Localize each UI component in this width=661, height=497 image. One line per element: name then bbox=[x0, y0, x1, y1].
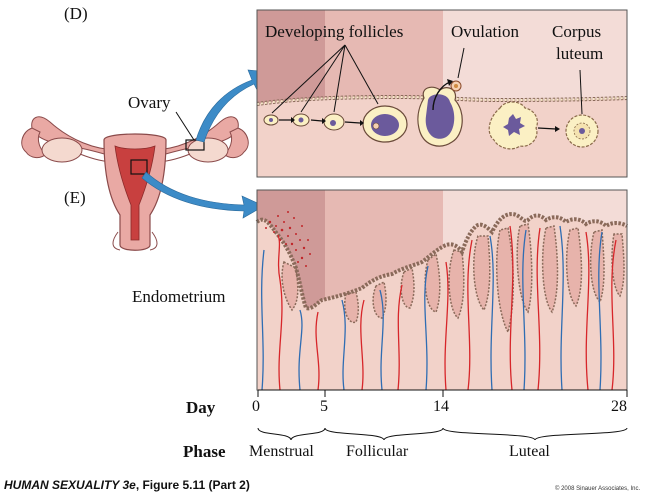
figure-caption: HUMAN SEXUALITY 3e, Figure 5.11 (Part 2) bbox=[4, 478, 250, 492]
ovulation-label: Ovulation bbox=[451, 22, 519, 41]
panel-e-letter: (E) bbox=[64, 188, 86, 207]
endometrium-highlight-box bbox=[130, 159, 148, 175]
endometrial-surface bbox=[255, 211, 628, 311]
copyright-notice: © 2008 Sinauer Associates, Inc. bbox=[555, 486, 641, 492]
day-5-label: 5 bbox=[320, 398, 328, 415]
day-0-label: 0 bbox=[252, 398, 260, 415]
phase-follicular-label: Follicular bbox=[346, 443, 409, 460]
figure-caption-book: HUMAN SEXUALITY 3e bbox=[4, 478, 136, 492]
corpus-luteum-label-line1: Corpus bbox=[552, 22, 602, 41]
endometrial-glands bbox=[281, 223, 625, 335]
endometrial-tissue bbox=[257, 214, 627, 390]
panel-d-letter: (D) bbox=[64, 4, 88, 23]
spiral-arteries bbox=[277, 225, 617, 391]
figure-caption-number: , Figure 5.11 (Part 2) bbox=[135, 478, 250, 492]
brace-menstrual bbox=[257, 427, 326, 441]
brace-follicular bbox=[324, 427, 444, 441]
day-28-label: 28 bbox=[611, 398, 627, 415]
right-fimbriae bbox=[223, 127, 249, 159]
follicle-antral bbox=[362, 105, 408, 143]
day-14-label: 14 bbox=[433, 398, 449, 415]
ovary-label: Ovary bbox=[128, 93, 171, 112]
brace-luteal bbox=[442, 427, 628, 441]
follicle-primary bbox=[292, 113, 310, 127]
phase-luteal-label: Luteal bbox=[509, 443, 550, 460]
zoom-arrow-endometrium bbox=[141, 171, 265, 219]
ovary-highlight-box bbox=[185, 139, 205, 151]
endometrium-label: Endometrium bbox=[132, 287, 226, 306]
phase-axis-title: Phase bbox=[183, 442, 226, 461]
developing-follicles-label: Developing follicles bbox=[265, 22, 404, 41]
left-ovary bbox=[41, 137, 83, 163]
forming-corpus-luteum bbox=[488, 101, 538, 150]
follicle-primordial bbox=[263, 114, 279, 126]
corpus-luteum bbox=[565, 114, 599, 148]
corpus-luteum-label-line2: luteum bbox=[556, 44, 604, 63]
ovulation-arrow bbox=[432, 81, 451, 111]
phase-menstrual-label: Menstrual bbox=[249, 443, 314, 460]
ovarian-panel-border bbox=[256, 9, 628, 178]
uterine-cavity bbox=[114, 145, 156, 241]
day-axis-title: Day bbox=[186, 398, 216, 417]
menstrual-blood bbox=[265, 211, 311, 267]
left-fimbriae bbox=[21, 127, 47, 159]
veins bbox=[261, 225, 603, 391]
released-oocyte bbox=[450, 80, 462, 92]
